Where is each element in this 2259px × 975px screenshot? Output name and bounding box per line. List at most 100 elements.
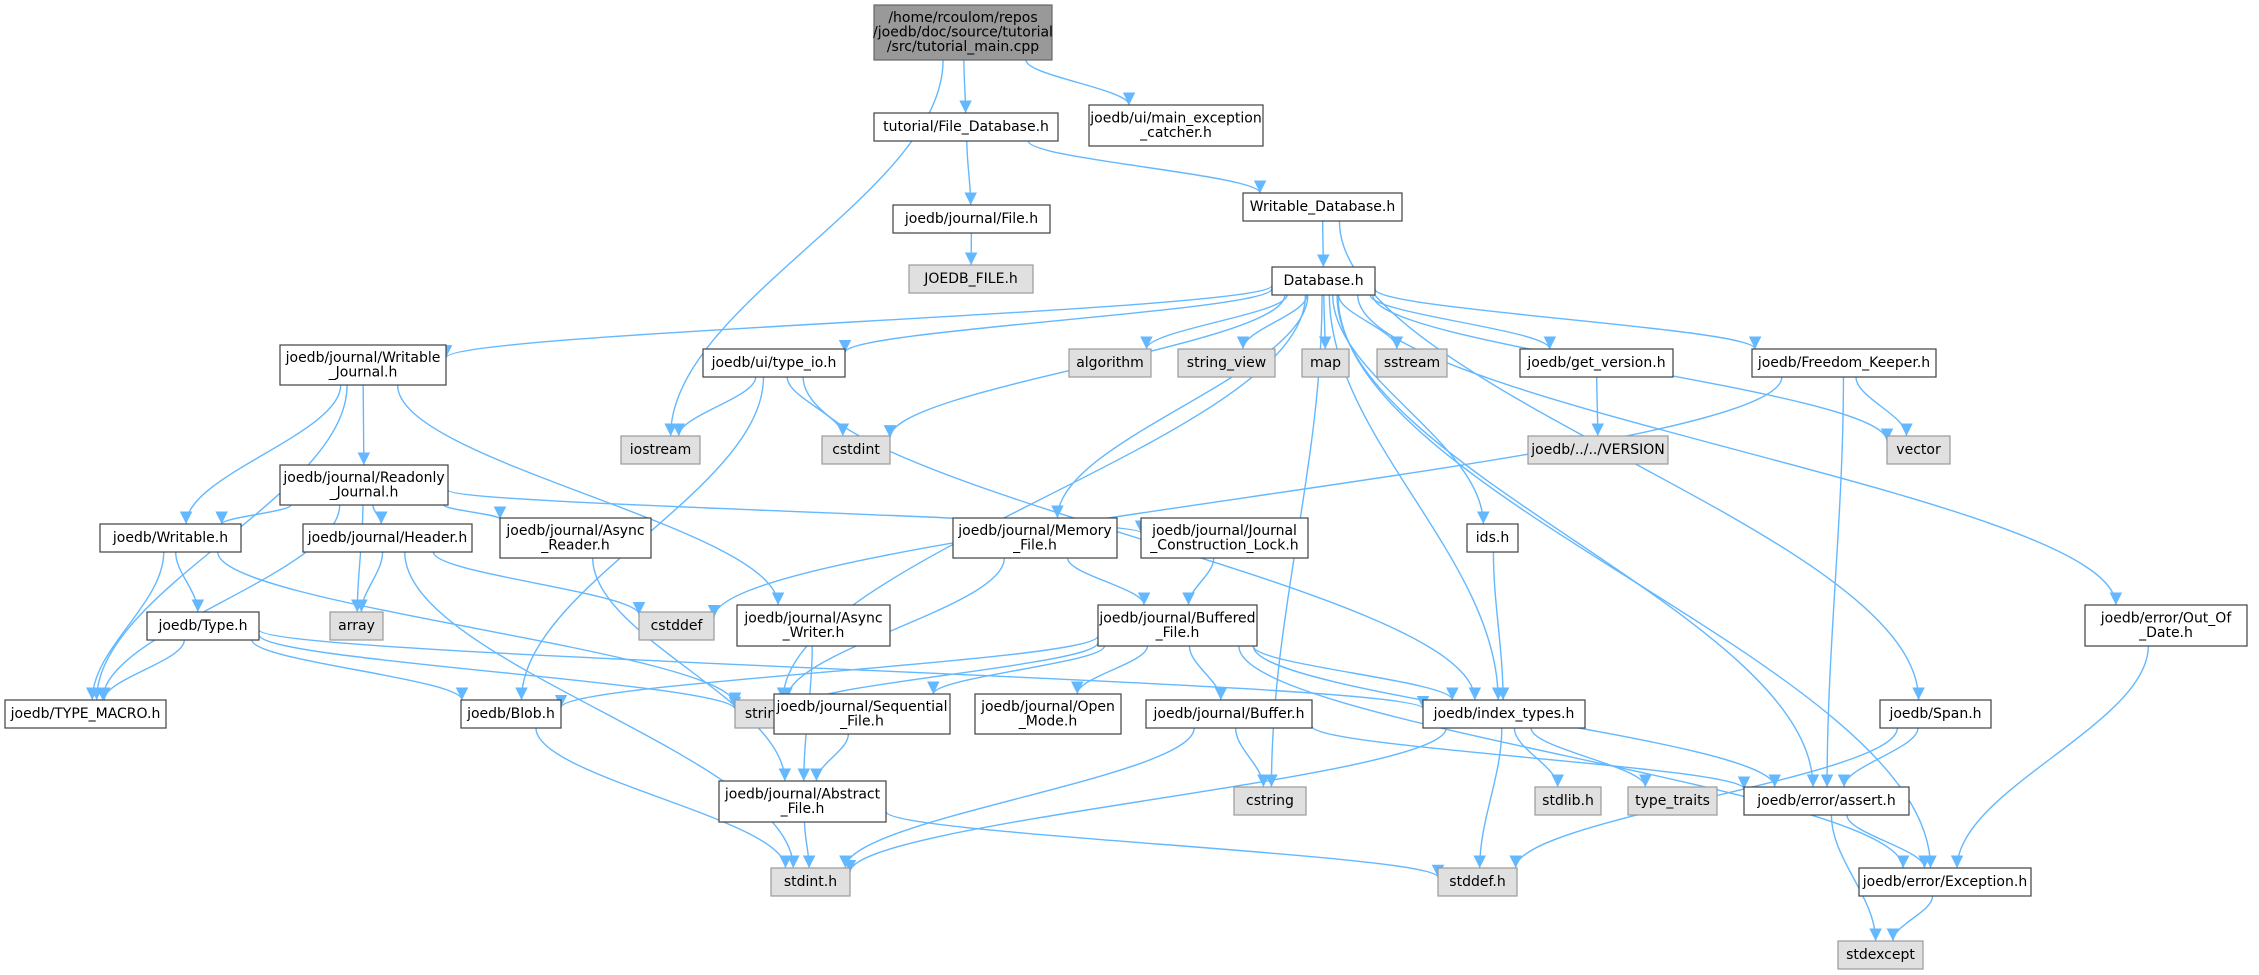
- node-box: [702, 348, 846, 378]
- node-label: stdexcept: [1846, 947, 1915, 963]
- node-writable-journal[interactable]: joedb/journal/Writable_Journal.h: [279, 344, 447, 386]
- node-get-version[interactable]: joedb/get_version.h: [1519, 348, 1674, 378]
- node-journal-file[interactable]: joedb/journal/File.h: [892, 204, 1051, 234]
- node-box: [302, 523, 473, 553]
- edge-sequential_file-to-abstract_file: [810, 733, 850, 782]
- edge-type_io-to-iostream: [672, 376, 757, 437]
- node-box: [1068, 348, 1152, 378]
- node-database[interactable]: Database.h: [1271, 266, 1376, 296]
- node-sstream: sstream: [1376, 348, 1448, 378]
- node-ids[interactable]: ids.h: [1466, 523, 1519, 553]
- node-open-mode[interactable]: joedb/journal/Open_Mode.h: [974, 693, 1122, 735]
- node-joedb-file: JOEDB_FILE.h: [908, 264, 1034, 294]
- node-label: _Reader.h: [540, 537, 610, 553]
- node-root[interactable]: /home/rcoulom/repos/joedb/doc/source/tut…: [873, 4, 1053, 61]
- edge-header-to-array: [355, 551, 384, 613]
- edge-writable_journal-to-writable: [179, 384, 342, 525]
- node-box: [460, 699, 562, 729]
- edge-ids-to-index_types: [1492, 551, 1510, 701]
- node-box: [1627, 786, 1718, 816]
- edge-type-to-string: [258, 634, 742, 710]
- node-label: joedb/journal/Abstract: [724, 786, 881, 802]
- node-box: [1527, 435, 1669, 465]
- node-writable[interactable]: joedb/Writable.h: [99, 523, 242, 553]
- node-vector: vector: [1886, 435, 1951, 465]
- node-box: [736, 604, 891, 647]
- node-label: array: [338, 618, 375, 634]
- node-version: joedb/../../VERSION: [1527, 435, 1669, 465]
- node-assert[interactable]: joedb/error/assert.h: [1743, 786, 1910, 816]
- node-label: joedb/../../VERSION: [1530, 442, 1664, 458]
- node-box: [1437, 867, 1518, 897]
- node-label: joedb/error/assert.h: [1756, 793, 1896, 809]
- edge-memory_file-to-buffered_file: [1066, 557, 1151, 606]
- node-span[interactable]: joedb/Span.h: [1879, 699, 1992, 729]
- node-buffer[interactable]: joedb/journal/Buffer.h: [1145, 699, 1313, 729]
- node-buffered-file[interactable]: joedb/journal/Buffered_File.h: [1097, 604, 1258, 647]
- node-type[interactable]: joedb/Type.h: [146, 611, 260, 641]
- node-header[interactable]: joedb/journal/Header.h: [302, 523, 473, 553]
- node-file-database[interactable]: tutorial/File_Database.h: [873, 112, 1059, 142]
- node-writable-database[interactable]: Writable_Database.h: [1242, 192, 1403, 222]
- edge-readonly_journal-to-array: [350, 504, 364, 613]
- header-nodes: /home/rcoulom/repos/joedb/doc/source/tut…: [4, 4, 2248, 970]
- node-abstract-file[interactable]: joedb/journal/Abstract_File.h: [718, 780, 887, 823]
- node-exception[interactable]: joedb/error/Exception.h: [1858, 867, 2032, 897]
- node-stdint: stdint.h: [770, 867, 851, 897]
- node-box: [1097, 604, 1258, 647]
- node-sequential-file[interactable]: joedb/journal/Sequential_File.h: [773, 693, 951, 735]
- edge-database-to-exception: [1337, 294, 1937, 869]
- node-async-writer[interactable]: joedb/journal/Async_Writer.h: [736, 604, 891, 647]
- node-cstdint: cstdint: [821, 435, 891, 465]
- edge-construction_lock-to-buffered_file: [1182, 557, 1215, 606]
- node-box: [892, 204, 1051, 234]
- node-label: type_traits: [1635, 793, 1710, 809]
- edge-exception-to-stdexcept: [1886, 895, 1934, 942]
- node-label: tutorial/File_Database.h: [883, 119, 1049, 135]
- edge-database-to-get_version: [1369, 294, 1557, 350]
- node-label: joedb/journal/Writable: [285, 350, 441, 366]
- node-box: [1301, 348, 1350, 378]
- edge-type-to-type_macro: [97, 639, 186, 701]
- node-box: [1534, 786, 1602, 816]
- node-label: joedb/Writable.h: [112, 530, 228, 546]
- edge-database-to-map: [1318, 294, 1332, 350]
- node-label: _Date.h: [2138, 625, 2193, 641]
- node-box: [1879, 699, 1992, 729]
- node-type-macro[interactable]: joedb/TYPE_MACRO.h: [4, 699, 167, 729]
- edge-buffer-to-assert: [1311, 725, 1751, 790]
- node-label: _Journal.h: [329, 484, 399, 500]
- node-label: joedb/get_version.h: [1526, 355, 1665, 371]
- node-label: vector: [1896, 442, 1941, 458]
- edge-readonly_journal-to-async_reader: [443, 504, 507, 520]
- edge-file_database-to-journal_file: [964, 140, 977, 206]
- node-construction-lock[interactable]: joedb/journal/Journal_Construction_Lock.…: [1140, 517, 1309, 559]
- node-label: iostream: [630, 442, 692, 458]
- edge-buffered_file-to-index_types: [1252, 645, 1459, 701]
- node-label: joedb/journal/Sequential: [775, 699, 947, 715]
- node-label: _Construction_Lock.h: [1149, 537, 1298, 553]
- node-map: map: [1301, 348, 1350, 378]
- edge-async_reader-to-abstract_file: [592, 557, 792, 782]
- node-stddef: stddef.h: [1437, 867, 1518, 897]
- node-out-of-date[interactable]: joedb/error/Out_Of_Date.h: [2084, 604, 2248, 647]
- node-blob[interactable]: joedb/Blob.h: [460, 699, 562, 729]
- node-box: [2084, 604, 2248, 647]
- node-type-io[interactable]: joedb/ui/type_io.h: [702, 348, 846, 378]
- node-box: [1743, 786, 1910, 816]
- node-label: joedb/journal/Buffered: [1098, 610, 1255, 626]
- node-freedom-keeper[interactable]: joedb/Freedom_Keeper.h: [1751, 348, 1937, 378]
- node-label: _Mode.h: [1018, 713, 1077, 729]
- edge-index_types-to-type_traits: [1530, 727, 1652, 788]
- node-label: joedb/TYPE_MACRO.h: [10, 706, 161, 722]
- node-readonly-journal[interactable]: joedb/journal/Readonly_Journal.h: [279, 464, 449, 506]
- node-index-types[interactable]: joedb/index_types.h: [1422, 699, 1586, 729]
- edge-index_types-to-stdint: [843, 727, 1447, 873]
- edge-header-to-cstddef: [432, 551, 646, 615]
- node-main-exception[interactable]: joedb/ui/main_exception_catcher.h: [1088, 104, 1264, 147]
- edge-abstract_file-to-stdint: [802, 821, 816, 869]
- node-async-reader[interactable]: joedb/journal/Async_Reader.h: [499, 517, 652, 559]
- edge-type_io-to-index_types: [802, 376, 1482, 701]
- edge-index_types-to-stdlib: [1513, 727, 1564, 788]
- node-memory-file[interactable]: joedb/journal/Memory_File.h: [952, 517, 1118, 559]
